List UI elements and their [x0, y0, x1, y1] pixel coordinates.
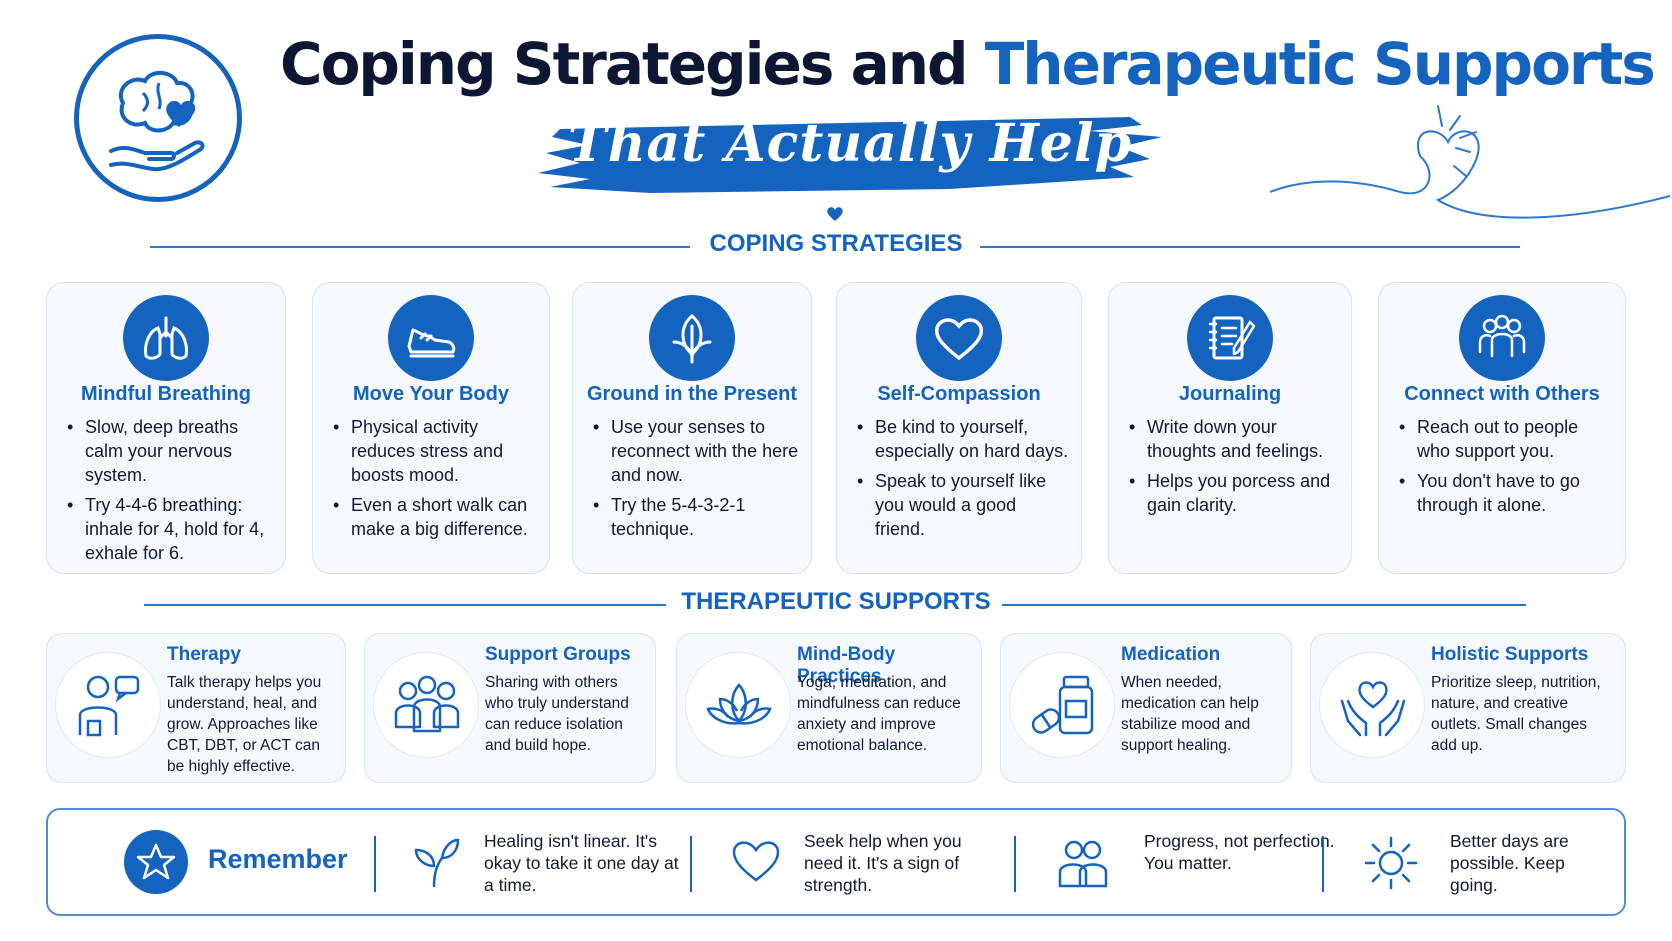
- heart-outline-icon: [732, 841, 780, 882]
- heart-icon: [934, 318, 984, 361]
- card-title: Self-Compassion: [877, 383, 1041, 405]
- journal-icon: [1208, 316, 1256, 360]
- coping-card-connect: Connect with Others Reach out to people …: [1378, 282, 1626, 574]
- card-bullet: Be kind to yourself, especially on hard …: [857, 415, 1069, 463]
- card-title: Move Your Body: [353, 383, 509, 405]
- support-medication: Medication When needed, medication can h…: [1000, 633, 1292, 783]
- support-therapy: Therapy Talk therapy helps you understan…: [46, 633, 346, 783]
- support-text: Prioritize sleep, nutrition, nature, and…: [1431, 674, 1601, 754]
- support-mind-body: Mind-Body Practices Yoga, meditation, an…: [676, 633, 982, 783]
- pill-bottle-icon: [1031, 675, 1094, 735]
- star-badge: [124, 830, 188, 894]
- page-title: Coping Strategies and Therapeutic Suppor…: [280, 30, 1656, 98]
- remember-banner: Remember Healing isn't linear. It's okay…: [46, 808, 1626, 916]
- support-groups: Support Groups Sharing with others who t…: [364, 633, 656, 783]
- subtitle: That Actually Help: [568, 113, 1132, 174]
- people-icon: [1478, 314, 1526, 358]
- card-bullet: Even a short walk can make a big differe…: [333, 493, 537, 541]
- coping-section-header: COPING STRATEGIES: [0, 230, 1672, 264]
- coping-card-move: Move Your Body Physical activity reduces…: [312, 282, 550, 574]
- card-bullet: Slow, deep breaths calm your nervous sys…: [67, 415, 273, 487]
- card-bullet: Try the 5-4-3-2-1 technique.: [593, 493, 799, 541]
- brush-stroke-banner: [538, 117, 1162, 193]
- star-icon: [136, 843, 176, 880]
- card-bullet: Try 4-4-6 breathing: inhale for 4, hold …: [67, 493, 273, 565]
- card-title: Journaling: [1178, 383, 1282, 405]
- support-title: Medication: [1121, 644, 1221, 665]
- card-title: Mindful Breathing: [81, 383, 251, 405]
- title-accent: Therapeutic Supports: [984, 30, 1656, 98]
- support-text: Sharing with others who truly understand…: [485, 674, 629, 754]
- divider: [1014, 836, 1016, 892]
- divider: [374, 836, 376, 892]
- people-pair-icon: [1058, 840, 1108, 888]
- card-bullet: Write down your thoughts and feelings.: [1129, 415, 1339, 463]
- coping-card-compassion: Self-Compassion Be kind to yourself, esp…: [836, 282, 1082, 574]
- divider: [1322, 836, 1324, 892]
- remember-text: Better days are possible. Keep going.: [1450, 831, 1569, 895]
- small-heart-icon: [827, 207, 843, 221]
- support-title: Support Groups: [485, 644, 631, 665]
- support-holistic: Holistic Supports Prioritize sleep, nutr…: [1310, 633, 1626, 783]
- brain-heart-logo: [74, 34, 242, 202]
- lotus-icon: [706, 683, 772, 725]
- brain-heart-icon: [109, 71, 205, 172]
- hands-heart-icon: [1340, 681, 1406, 737]
- group-icon: [394, 675, 460, 733]
- coping-card-ground: Ground in the Present Use your senses to…: [572, 282, 812, 574]
- heart-line-decoration: [1270, 105, 1670, 219]
- card-bullet: You don't have to go through it alone.: [1399, 469, 1613, 517]
- remember-text: Progress, not perfection. You matter.: [1144, 831, 1335, 873]
- sprout-icon: [414, 838, 460, 888]
- remember-label: Remember: [208, 844, 348, 874]
- card-bullet: Use your senses to reconnect with the he…: [593, 415, 799, 487]
- support-title: Holistic Supports: [1431, 644, 1589, 665]
- coping-card-breathing: Mindful Breathing Slow, deep breaths cal…: [46, 282, 286, 574]
- title-main: Coping Strategies and: [280, 30, 985, 98]
- support-text: Yoga, meditation, and mindfulness can re…: [797, 674, 961, 754]
- card-bullet: Physical activity reduces stress and boo…: [333, 415, 537, 487]
- card-bullet: Helps you porcess and gain clarity.: [1129, 469, 1339, 517]
- therapist-icon: [78, 675, 140, 737]
- lungs-icon: [144, 316, 188, 360]
- support-title: Therapy: [167, 644, 241, 665]
- card-title: Ground in the Present: [586, 383, 798, 405]
- card-bullet: Speak to yourself like you would a good …: [857, 469, 1069, 541]
- support-text: Talk therapy helps you understand, heal,…: [167, 674, 322, 775]
- card-title: Connect with Others: [1404, 383, 1600, 405]
- therapeutic-section-header: THERAPEUTIC SUPPORTS: [0, 588, 1672, 622]
- coping-card-journaling: Journaling Write down your thoughts and …: [1108, 282, 1352, 574]
- sun-icon: [1364, 836, 1418, 890]
- card-bullet: Reach out to people who support you.: [1399, 415, 1613, 463]
- remember-text: Seek help when you need it. It's a sign …: [804, 831, 962, 895]
- sneaker-icon: [407, 328, 456, 358]
- divider: [690, 836, 692, 892]
- remember-text: Healing isn't linear. It's okay to take …: [484, 831, 679, 895]
- coping-heading: COPING STRATEGIES: [709, 230, 963, 257]
- therapeutic-heading: THERAPEUTIC SUPPORTS: [681, 588, 991, 615]
- support-text: When needed, medication can help stabili…: [1121, 674, 1259, 754]
- support-title: Mind-Body Practices: [797, 644, 896, 687]
- leaf-icon: [672, 314, 712, 364]
